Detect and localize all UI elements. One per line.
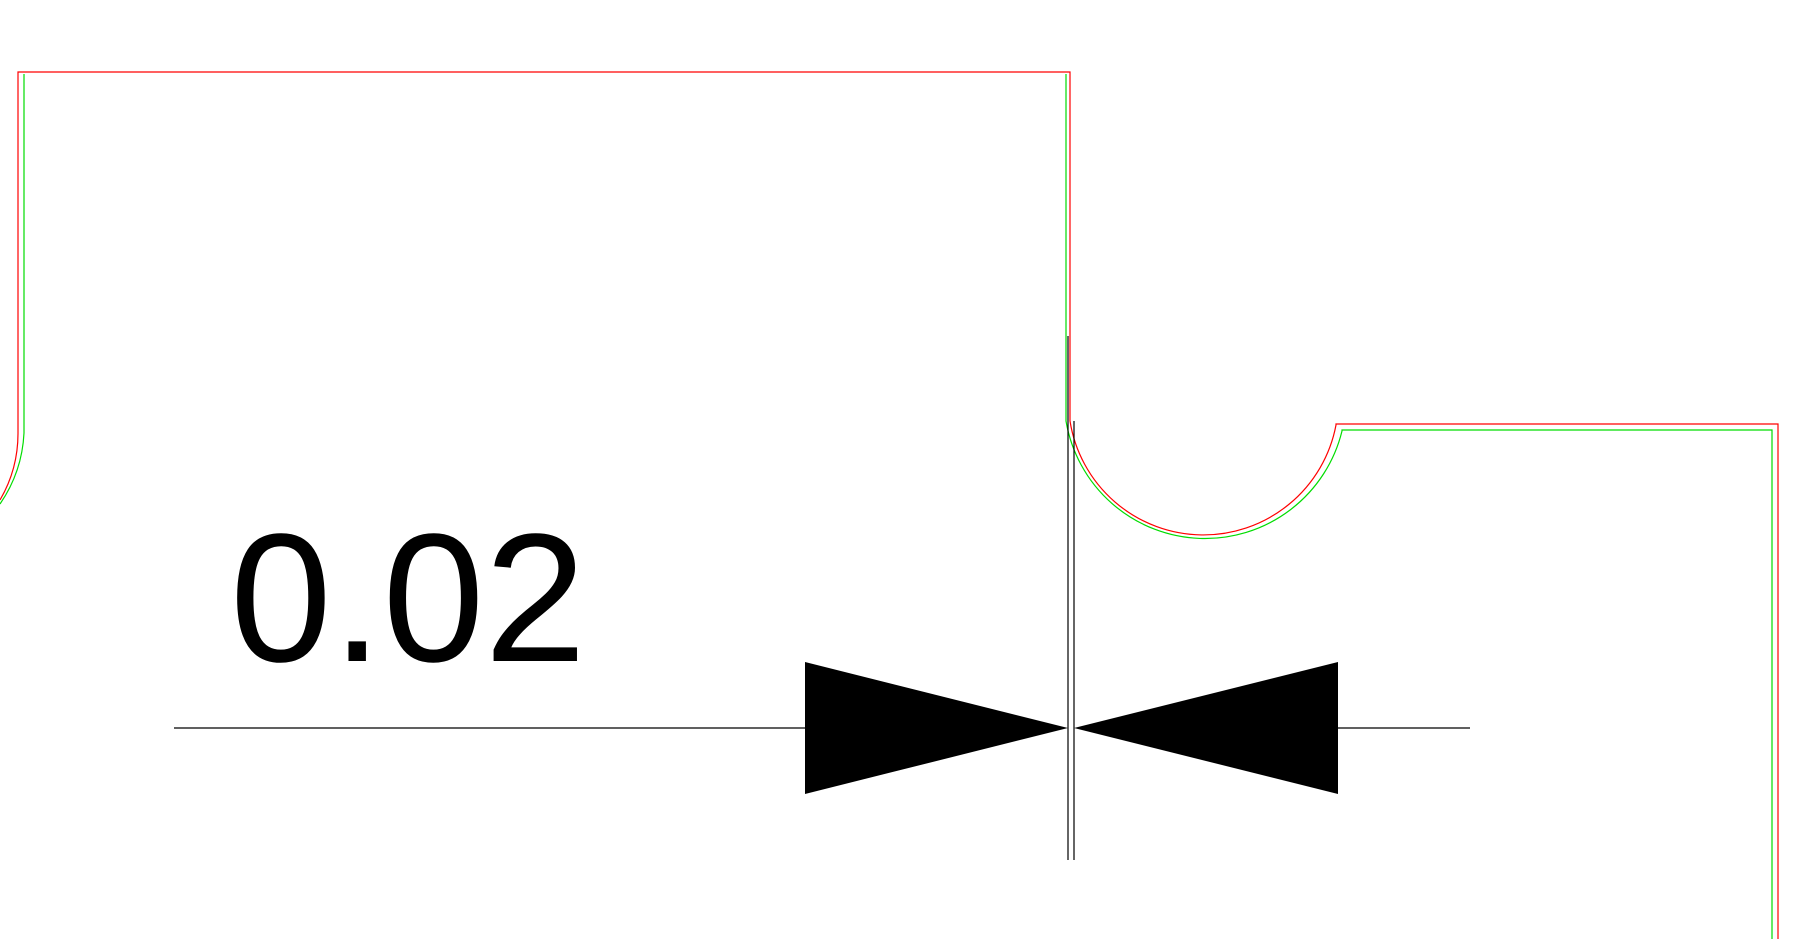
arrowhead-right (1074, 662, 1338, 794)
part-outline-outer (0, 71, 1779, 939)
dimension-value: 0.02 (230, 495, 586, 700)
arrowhead-left (805, 662, 1068, 794)
part-outline-inner (0, 74, 1773, 939)
